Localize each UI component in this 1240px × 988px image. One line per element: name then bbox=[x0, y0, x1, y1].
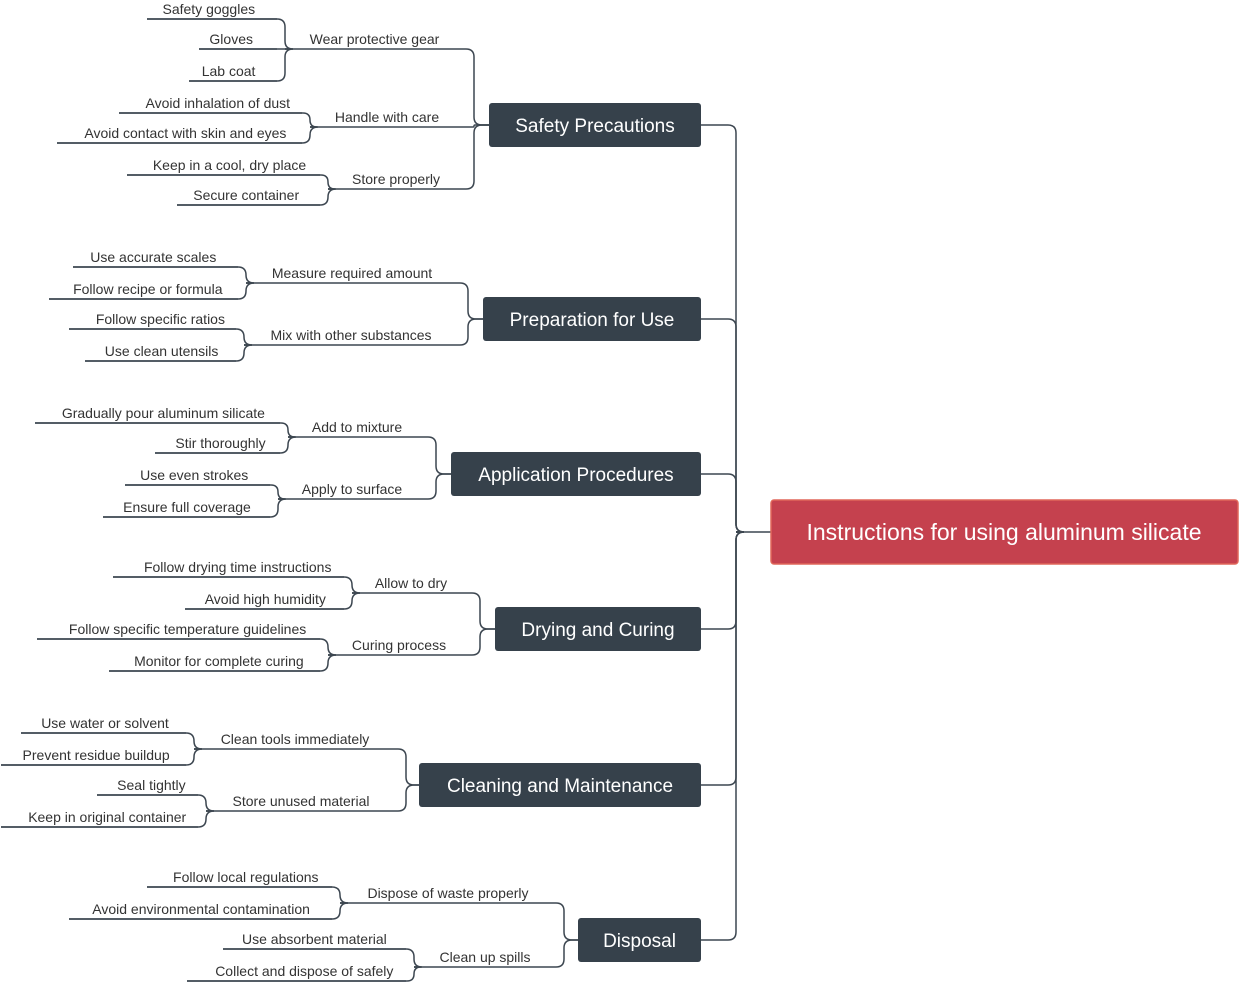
leaf-topic-stir-thoroughly[interactable]: Stir thoroughly bbox=[175, 435, 265, 451]
branch-node-label: Disposal bbox=[603, 931, 676, 952]
connector-root-safety-precautions bbox=[701, 124, 745, 533]
connector-wear-protective-gear-lab-coat bbox=[189, 48, 294, 82]
connector-clean-up-spills-collect-and-dispose-of-safely bbox=[187, 966, 422, 982]
connector-application-procedures-add-to-mixture bbox=[410, 436, 451, 475]
leaf-topic-use-clean-utensils[interactable]: Use clean utensils bbox=[105, 343, 219, 359]
leaf-topic-use-accurate-scales[interactable]: Use accurate scales bbox=[90, 249, 216, 265]
connector-safety-precautions-handle-with-care bbox=[448, 124, 489, 128]
connector-mix-with-other-substances-use-clean-utensils bbox=[85, 344, 253, 362]
connector-apply-to-surface-ensure-full-coverage bbox=[103, 498, 287, 518]
leaf-topic-follow-specific-temperature-guidelines[interactable]: Follow specific temperature guidelines bbox=[69, 621, 306, 637]
branch-node-label: Safety Precautions bbox=[515, 116, 674, 137]
leaf-topic-avoid-inhalation-of-dust[interactable]: Avoid inhalation of dust bbox=[146, 95, 291, 111]
leaf-topic-ensure-full-coverage[interactable]: Ensure full coverage bbox=[123, 499, 251, 515]
leaf-topic-follow-local-regulations[interactable]: Follow local regulations bbox=[173, 869, 319, 885]
sub-topic-mix-with-other-substances[interactable]: Mix with other substances bbox=[270, 327, 431, 343]
leaf-topic-collect-and-dispose-of-safely[interactable]: Collect and dispose of safely bbox=[215, 963, 393, 979]
branch-node-box bbox=[495, 607, 701, 651]
branch-node-label: Drying and Curing bbox=[521, 620, 674, 641]
nodes: Instructions for using aluminum silicate… bbox=[23, 1, 1239, 979]
leaf-topic-safety-goggles[interactable]: Safety goggles bbox=[162, 1, 255, 17]
connector-store-properly-secure-container bbox=[177, 188, 337, 206]
connector-root-drying-and-curing bbox=[701, 531, 745, 630]
leaf-topic-follow-recipe-or-formula[interactable]: Follow recipe or formula bbox=[73, 281, 223, 297]
connector-root-preparation-for-use bbox=[701, 318, 745, 533]
sub-topic-handle-with-care[interactable]: Handle with care bbox=[335, 109, 439, 125]
branch-node-cleaning-and-maintenance[interactable]: Cleaning and Maintenance bbox=[419, 763, 701, 807]
branch-node-box bbox=[489, 103, 701, 147]
sub-topic-store-unused-material[interactable]: Store unused material bbox=[233, 793, 370, 809]
connector-store-unused-material-keep-in-original-container bbox=[1, 810, 215, 828]
leaf-topic-use-even-strokes[interactable]: Use even strokes bbox=[140, 467, 248, 483]
leaf-topic-keep-in-original-container[interactable]: Keep in original container bbox=[28, 809, 186, 825]
sub-topic-curing-process[interactable]: Curing process bbox=[352, 637, 446, 653]
leaf-topic-follow-drying-time-instructions[interactable]: Follow drying time instructions bbox=[144, 559, 332, 575]
leaf-topic-avoid-environmental-contamination[interactable]: Avoid environmental contamination bbox=[92, 901, 310, 917]
connector-cleaning-and-maintenance-store-unused-material bbox=[380, 784, 419, 812]
connector-application-procedures-apply-to-surface bbox=[410, 473, 451, 500]
sub-topic-allow-to-dry[interactable]: Allow to dry bbox=[375, 575, 447, 591]
leaf-topic-monitor-for-complete-curing[interactable]: Monitor for complete curing bbox=[134, 653, 304, 669]
root-node[interactable]: Instructions for using aluminum silicate bbox=[770, 499, 1239, 565]
leaf-topic-follow-specific-ratios[interactable]: Follow specific ratios bbox=[96, 311, 225, 327]
connector-safety-precautions-wear-protective-gear bbox=[448, 48, 489, 126]
branch-node-box bbox=[451, 452, 701, 496]
branch-node-application-procedures[interactable]: Application Procedures bbox=[451, 452, 701, 496]
root-node-box bbox=[770, 499, 1239, 565]
connector-preparation-for-use-mix-with-other-substances bbox=[442, 318, 483, 346]
connector-apply-to-surface-use-even-strokes bbox=[125, 484, 286, 500]
leaf-topic-avoid-contact-with-skin-and-eyes[interactable]: Avoid contact with skin and eyes bbox=[84, 125, 286, 141]
connector-clean-tools-immediately-prevent-residue-buildup bbox=[1, 748, 203, 766]
root-node-label: Instructions for using aluminum silicate bbox=[807, 519, 1202, 545]
connector-add-to-mixture-stir-thoroughly bbox=[155, 436, 297, 454]
connector-dispose-of-waste-properly-avoid-environmental-contamination bbox=[69, 902, 349, 920]
sub-topic-add-to-mixture[interactable]: Add to mixture bbox=[312, 419, 402, 435]
leaf-topic-seal-tightly[interactable]: Seal tightly bbox=[117, 777, 185, 793]
leaf-topic-use-absorbent-material[interactable]: Use absorbent material bbox=[242, 931, 387, 947]
sub-topic-wear-protective-gear[interactable]: Wear protective gear bbox=[310, 31, 440, 47]
leaf-topic-keep-in-a-cool-dry-place[interactable]: Keep in a cool, dry place bbox=[153, 157, 307, 173]
connector-cleaning-and-maintenance-clean-tools-immediately bbox=[380, 748, 419, 786]
connector-measure-required-amount-follow-recipe-or-formula bbox=[49, 282, 255, 300]
connector-curing-process-monitor-for-complete-curing bbox=[109, 654, 337, 672]
connector-drying-and-curing-allow-to-dry bbox=[454, 592, 495, 630]
sub-topic-measure-required-amount[interactable]: Measure required amount bbox=[272, 265, 432, 281]
connectors bbox=[1, 18, 771, 982]
connector-handle-with-care-avoid-contact-with-skin-and-eyes bbox=[57, 126, 319, 144]
connector-drying-and-curing-curing-process bbox=[454, 628, 495, 656]
sub-topic-clean-up-spills[interactable]: Clean up spills bbox=[439, 949, 530, 965]
branch-node-safety-precautions[interactable]: Safety Precautions bbox=[489, 103, 701, 147]
branch-node-box bbox=[419, 763, 701, 807]
sub-topic-clean-tools-immediately[interactable]: Clean tools immediately bbox=[221, 731, 370, 747]
connector-disposal-clean-up-spills bbox=[540, 939, 578, 968]
sub-topic-store-properly[interactable]: Store properly bbox=[352, 171, 440, 187]
sub-topic-apply-to-surface[interactable]: Apply to surface bbox=[302, 481, 403, 497]
connector-root-application-procedures bbox=[701, 473, 745, 533]
leaf-topic-use-water-or-solvent[interactable]: Use water or solvent bbox=[41, 715, 169, 731]
branch-node-label: Cleaning and Maintenance bbox=[447, 776, 673, 797]
branch-node-box bbox=[483, 297, 701, 341]
branch-node-preparation-for-use[interactable]: Preparation for Use bbox=[483, 297, 701, 341]
connector-allow-to-dry-avoid-high-humidity bbox=[185, 592, 361, 610]
connector-root-cleaning-and-maintenance bbox=[701, 531, 745, 786]
leaf-topic-gloves[interactable]: Gloves bbox=[209, 31, 253, 47]
connector-safety-precautions-store-properly bbox=[448, 124, 489, 190]
leaf-topic-prevent-residue-buildup[interactable]: Prevent residue buildup bbox=[23, 747, 170, 763]
leaf-topic-secure-container[interactable]: Secure container bbox=[193, 187, 299, 203]
connector-preparation-for-use-measure-required-amount bbox=[442, 282, 483, 320]
leaf-topic-lab-coat[interactable]: Lab coat bbox=[202, 63, 256, 79]
leaf-topic-gradually-pour-aluminum-silicate[interactable]: Gradually pour aluminum silicate bbox=[62, 405, 265, 421]
branch-node-label: Application Procedures bbox=[478, 465, 673, 486]
branch-node-disposal[interactable]: Disposal bbox=[578, 918, 701, 962]
branch-node-drying-and-curing[interactable]: Drying and Curing bbox=[495, 607, 701, 651]
connector-root-disposal bbox=[701, 531, 745, 941]
sub-topic-dispose-of-waste-properly[interactable]: Dispose of waste properly bbox=[367, 885, 528, 901]
branch-node-label: Preparation for Use bbox=[510, 310, 675, 331]
branch-node-box bbox=[578, 918, 701, 962]
leaf-topic-avoid-high-humidity[interactable]: Avoid high humidity bbox=[205, 591, 326, 607]
connector-disposal-dispose-of-waste-properly bbox=[540, 902, 578, 941]
